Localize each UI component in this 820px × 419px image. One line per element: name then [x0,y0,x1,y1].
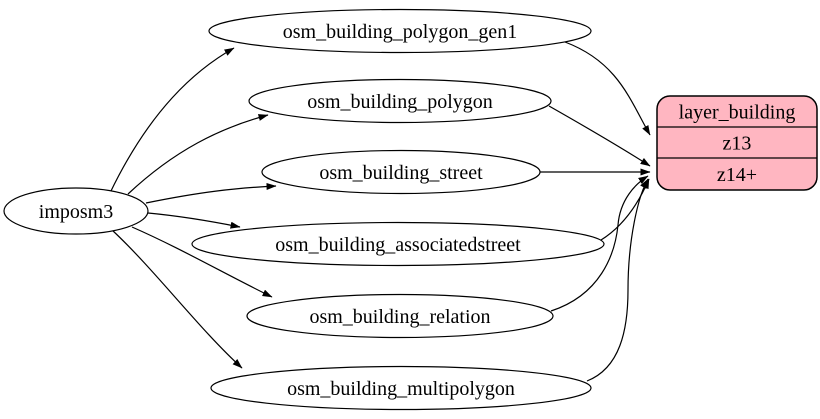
edge-imposm3-to-polygon-gen1 [109,47,235,194]
imposm3-label: imposm3 [39,201,113,223]
edge-imposm3-to-multipolygon [111,229,243,369]
node-osm-building-polygon-gen1: osm_building_polygon_gen1 [208,8,592,54]
layer-building-box [656,95,818,191]
multipolygon-label: osm_building_multipolygon [287,378,515,400]
polygon-ellipse [248,78,552,124]
edge-group-fanout [109,47,277,369]
node-osm-building-polygon: osm_building_polygon [248,78,552,124]
imposm3-ellipse [3,187,149,235]
relation-label: osm_building_relation [309,306,490,328]
edge-imposm3-to-associatedstreet [147,212,241,229]
street-label: osm_building_street [319,162,483,184]
edge-imposm3-to-relation [131,226,273,298]
layer-building-row-z13: z13 [723,133,752,155]
node-imposm3: imposm3 [3,187,149,235]
node-osm-building-multipolygon: osm_building_multipolygon [210,365,592,411]
layer-building-row-z14: z14+ [717,164,757,186]
edge-associatedstreet-to-z14 [600,178,650,241]
edge-polygon-gen1-to-z13 [564,41,651,136]
node-osm-building-street: osm_building_street [261,149,541,195]
edge-imposm3-to-street [145,182,277,204]
edge-relation-to-z14 [550,175,649,312]
polygon-label: osm_building_polygon [307,91,493,113]
associatedstreet-label: osm_building_associatedstreet [275,234,521,256]
node-layer-building: layer_building z13 z14+ [656,95,818,191]
street-ellipse [261,149,541,195]
associatedstreet-ellipse [191,221,605,267]
layer-building-title: layer_building [679,102,796,124]
node-osm-building-associatedstreet: osm_building_associatedstreet [191,221,605,267]
multipolygon-ellipse [210,365,592,411]
node-osm-building-relation: osm_building_relation [246,293,554,339]
edge-imposm3-to-polygon [127,114,269,195]
polygon-gen1-label: osm_building_polygon_gen1 [283,21,517,43]
edge-group-fanin [540,41,651,382]
edge-polygon-to-z14 [548,105,651,167]
relation-ellipse [246,293,554,339]
edge-multipolygon-to-z14 [586,178,649,382]
polygon-gen1-ellipse [208,8,592,54]
